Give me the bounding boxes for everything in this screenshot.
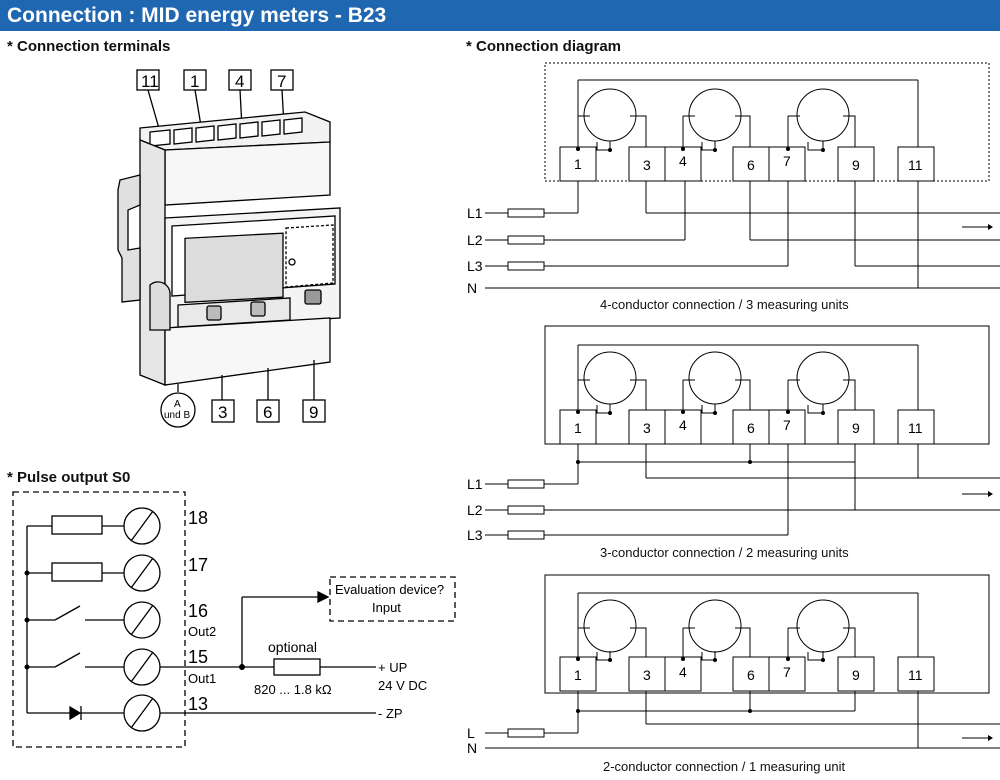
diagram3-terminal-6: 6 xyxy=(747,667,755,683)
ab-terminal-circle xyxy=(160,392,196,428)
evaluation-input-label: Input xyxy=(372,600,401,615)
section-title-terminals: * Connection terminals xyxy=(7,38,171,55)
diagram3-line-l: L xyxy=(467,725,475,741)
diagram1-terminal-3: 3 xyxy=(643,157,651,173)
diagram2-line-l2: L2 xyxy=(467,502,483,518)
ab-label-und-b: und B xyxy=(164,410,190,421)
diagram3-housing xyxy=(544,574,990,694)
terminal-label-11: 11 xyxy=(141,72,159,91)
diagram2-terminal-1: 1 xyxy=(574,420,582,436)
diagram3-terminal-3: 3 xyxy=(643,667,651,683)
diagram3-terminal-9: 9 xyxy=(852,667,860,683)
diagram1-terminal-9: 9 xyxy=(852,157,860,173)
terminal-box-6 xyxy=(256,399,280,423)
diagram2-terminal-9: 9 xyxy=(852,420,860,436)
terminal-label-7: 7 xyxy=(277,72,286,91)
terminal-box-9 xyxy=(302,399,326,423)
ab-label-a: A xyxy=(174,399,181,410)
resistor-17 xyxy=(51,562,103,582)
up-label: + UP xyxy=(378,660,407,675)
pulse-terminal-16: 16 xyxy=(188,601,208,621)
terminal-label-3: 3 xyxy=(218,403,227,422)
diagram3-caption: 2-conductor connection / 1 measuring uni… xyxy=(603,759,846,774)
out2-label: Out2 xyxy=(188,624,216,639)
page-title: Connection : MID energy meters - B23 xyxy=(7,4,387,27)
section-title-pulse: * Pulse output S0 xyxy=(7,469,131,486)
terminal-label-9: 9 xyxy=(309,403,318,422)
diagram1-line-l2: L2 xyxy=(467,232,483,248)
diagram2-terminal-4: 4 xyxy=(679,417,687,433)
terminal-label-6: 6 xyxy=(263,403,272,422)
diagram1-terminal-1: 1 xyxy=(574,156,582,172)
diagram1-terminal-11: 11 xyxy=(908,157,923,173)
diagram3-terminal-11: 11 xyxy=(908,667,923,683)
section-title-diagram: * Connection diagram xyxy=(466,38,622,55)
diagram3-terminal-4: 4 xyxy=(679,664,687,680)
pulse-terminal-13: 13 xyxy=(188,694,208,714)
terminal-box-3 xyxy=(211,399,235,423)
diagram1-terminal-4: 4 xyxy=(679,153,687,169)
resistor-18 xyxy=(51,515,103,535)
diagram3-line-n: N xyxy=(467,740,477,756)
resistor-value-label: 820 ... 1.8 kΩ xyxy=(254,682,332,697)
diagram1-line-n: N xyxy=(467,280,477,296)
pulse-terminal-15: 15 xyxy=(188,647,208,667)
terminal-label-4: 4 xyxy=(235,72,244,91)
diagram2-terminal-11: 11 xyxy=(908,420,923,436)
terminal-label-1: 1 xyxy=(190,72,199,91)
diagram2-terminal-6: 6 xyxy=(747,420,755,436)
optional-label: optional xyxy=(268,639,317,655)
voltage-label: 24 V DC xyxy=(378,678,427,693)
diagram3-terminal-7: 7 xyxy=(783,664,791,680)
diagram2-line-l1: L1 xyxy=(467,476,483,492)
pulse-dashed-frame xyxy=(12,491,186,748)
evaluation-device-label: Evaluation device? xyxy=(335,582,444,597)
pulse-terminal-18: 18 xyxy=(188,508,208,528)
diagram1-terminal-7: 7 xyxy=(783,153,791,169)
evaluation-device-box xyxy=(329,576,456,622)
diagram2-line-l3: L3 xyxy=(467,527,483,543)
diagram1-line-l1: L1 xyxy=(467,205,483,221)
diagram1-caption: 4-conductor connection / 3 measuring uni… xyxy=(600,297,849,312)
page-header: Connection : MID energy meters - B23 xyxy=(0,0,1000,31)
pulse-terminal-17: 17 xyxy=(188,555,208,575)
diagram2-caption: 3-conductor connection / 2 measuring uni… xyxy=(600,545,849,560)
diagram1-line-l3: L3 xyxy=(467,258,483,274)
diagram1-terminal-6: 6 xyxy=(747,157,755,173)
diagram2-terminal-7: 7 xyxy=(783,417,791,433)
diagram3-terminal-1: 1 xyxy=(574,667,582,683)
diagram2-terminal-3: 3 xyxy=(643,420,651,436)
zp-label: - ZP xyxy=(378,706,403,721)
out1-label: Out1 xyxy=(188,671,216,686)
